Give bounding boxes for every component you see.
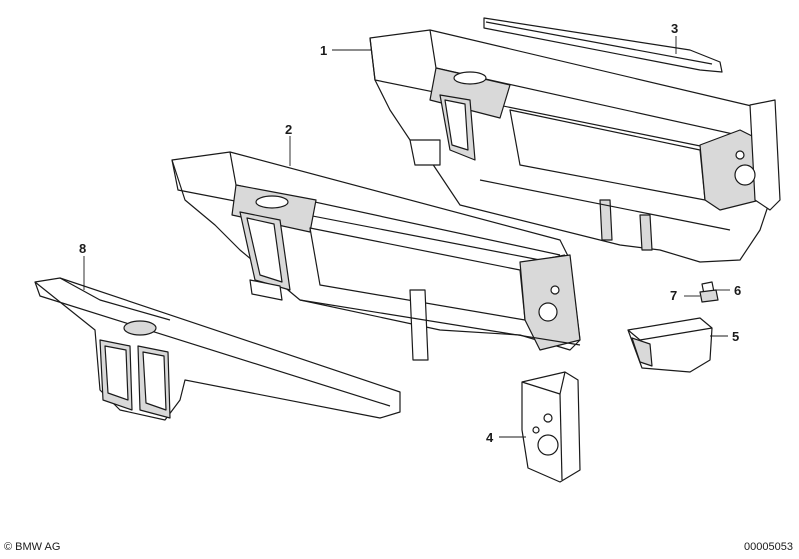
callout-4: 4 (486, 430, 494, 445)
callout-7: 7 (670, 288, 677, 303)
part-1-front-panel-upper (369, 29, 781, 263)
part-6-7-fastener (699, 281, 719, 303)
document-number: 00005053 (744, 541, 793, 553)
callout-1: 1 (320, 43, 327, 58)
callout-5: 5 (732, 329, 739, 344)
part-5-air-duct (627, 317, 713, 373)
leader-lines (83, 36, 730, 438)
copyright-text: © BMW AG (4, 541, 61, 553)
part-3-seal-strip (483, 17, 723, 73)
callout-2: 2 (285, 122, 292, 137)
callout-8: 8 (79, 241, 86, 256)
part-4-side-bracket (521, 371, 581, 483)
callout-6: 6 (734, 283, 741, 298)
part-2-front-panel-middle (171, 151, 581, 361)
callout-3: 3 (671, 21, 678, 36)
part-8-grille-trim (34, 277, 401, 421)
